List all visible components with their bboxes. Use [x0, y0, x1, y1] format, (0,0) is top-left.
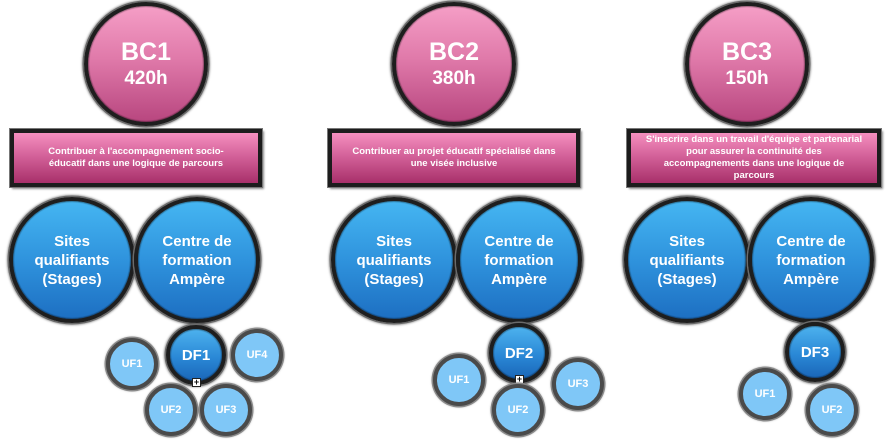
plus-square-icon[interactable]: + [192, 377, 201, 387]
df-label: DF2 [504, 344, 534, 362]
bc-code: BC3 [721, 38, 772, 66]
bc3-df3[interactable]: DF3 [785, 322, 845, 382]
uf-label: UF3 [215, 404, 237, 416]
centre-label: Centre de formation Ampère [484, 232, 554, 288]
sites-label: Sites qualifiants (Stages) [356, 232, 432, 288]
bc1-uf1[interactable]: UF1 [106, 338, 158, 390]
bc1-sites-qualifiants[interactable]: Sites qualifiants (Stages) [9, 197, 135, 323]
plus-square-icon[interactable]: + [515, 374, 524, 384]
sites-label: Sites qualifiants (Stages) [649, 232, 725, 288]
bc2-uf3[interactable]: UF3 [552, 358, 604, 410]
bc-description: S'inscrire dans un travail d'équipe et p… [645, 134, 863, 181]
bc2-uf2[interactable]: UF2 [492, 384, 544, 436]
bc3-sites-qualifiants[interactable]: Sites qualifiants (Stages) [624, 197, 750, 323]
bc1-circle[interactable]: BC1 420h [84, 2, 208, 126]
bc1-description-banner[interactable]: Contribuer à l'accompagnement socio-éduc… [10, 129, 262, 187]
bc1-centre-formation[interactable]: Centre de formation Ampère [134, 197, 260, 323]
bc1-uf3[interactable]: UF3 [200, 384, 252, 436]
bc-hours: 380h [432, 68, 476, 89]
bc2-description-banner[interactable]: Contribuer au projet éducatif spécialisé… [328, 129, 580, 187]
uf-label: UF2 [160, 404, 182, 416]
bc-hours: 150h [725, 68, 769, 89]
bc3-uf1[interactable]: UF1 [739, 368, 791, 420]
uf-label: UF1 [121, 358, 143, 370]
bc3-description-banner[interactable]: S'inscrire dans un travail d'équipe et p… [627, 129, 881, 187]
uf-label: UF1 [448, 374, 470, 386]
df-label: DF3 [800, 343, 830, 361]
bc1-uf4[interactable]: UF4 [231, 329, 283, 381]
uf-label: UF1 [754, 388, 776, 400]
bc1-df1[interactable]: DF1 [166, 325, 226, 385]
sites-label: Sites qualifiants (Stages) [34, 232, 110, 288]
uf-label: UF4 [246, 349, 268, 361]
bc2-centre-formation[interactable]: Centre de formation Ampère [456, 197, 582, 323]
bc-code: BC1 [120, 38, 171, 66]
bc2-circle[interactable]: BC2 380h [392, 2, 516, 126]
df-label: DF1 [181, 346, 211, 364]
bc2-df2[interactable]: DF2 [489, 323, 549, 383]
bc2-uf1[interactable]: UF1 [433, 354, 485, 406]
uf-label: UF2 [821, 404, 843, 416]
bc-description: Contribuer au projet éducatif spécialisé… [352, 146, 556, 169]
uf-label: UF3 [567, 378, 589, 390]
bc1-uf2[interactable]: UF2 [145, 384, 197, 436]
bc-hours: 420h [124, 68, 168, 89]
centre-label: Centre de formation Ampère [162, 232, 232, 288]
bc3-centre-formation[interactable]: Centre de formation Ampère [748, 197, 874, 323]
centre-label: Centre de formation Ampère [776, 232, 846, 288]
bc2-sites-qualifiants[interactable]: Sites qualifiants (Stages) [331, 197, 457, 323]
bc-description: Contribuer à l'accompagnement socio-éduc… [48, 146, 224, 169]
bc3-circle[interactable]: BC3 150h [685, 2, 809, 126]
bc3-uf2[interactable]: UF2 [806, 384, 858, 436]
bc-code: BC2 [428, 38, 479, 66]
uf-label: UF2 [507, 404, 529, 416]
